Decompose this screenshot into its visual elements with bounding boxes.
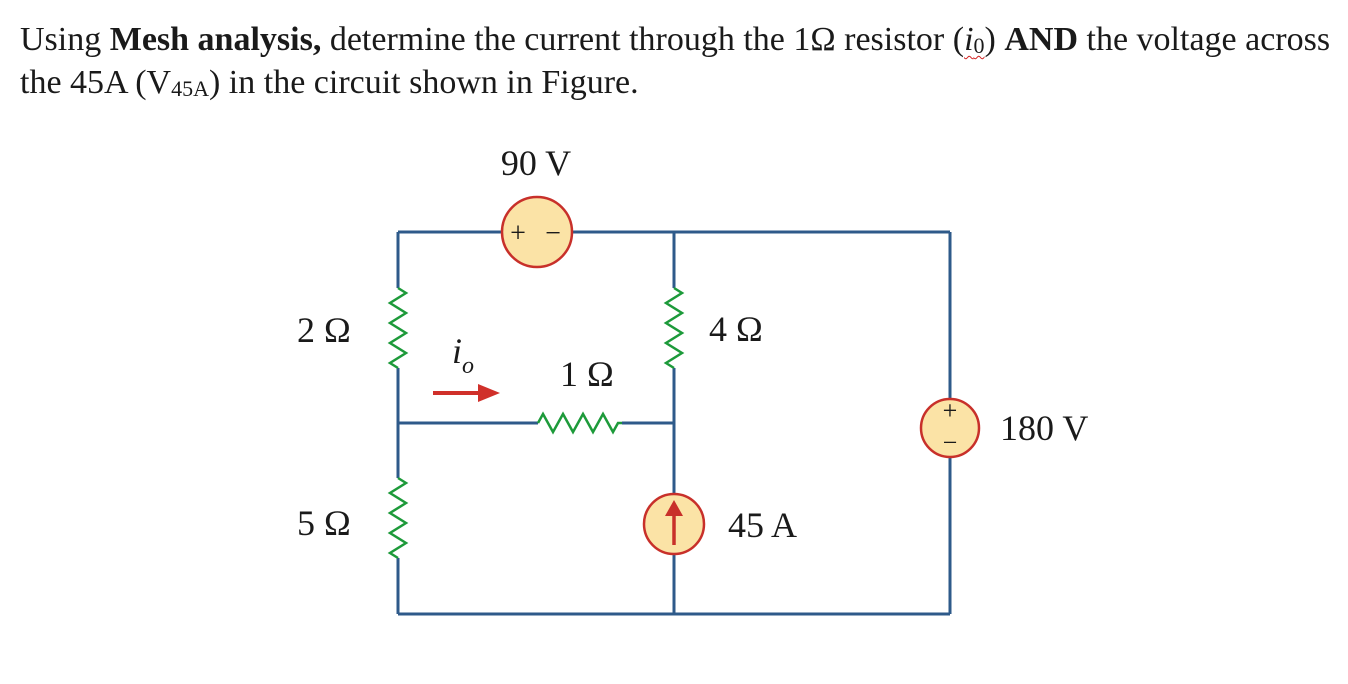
voltage-source-180v: + − — [919, 396, 981, 459]
r-1ohm-label: 1 Ω — [560, 354, 614, 394]
r-4ohm-label: 4 Ω — [709, 309, 763, 349]
current-source-label: 45 A — [728, 505, 797, 545]
question-text: Using Mesh analysis, determine the curre… — [20, 21, 1331, 101]
voltage-source-90v: + − — [500, 195, 574, 269]
io-arrow-icon — [433, 384, 500, 402]
resistor-5-ohm — [387, 476, 409, 560]
resistor-4-ohm — [663, 286, 685, 370]
source-90v-label: 90 V — [501, 143, 571, 183]
io-label: io — [452, 331, 474, 379]
r-2ohm-label: 2 Ω — [297, 310, 351, 350]
wires — [396, 230, 952, 616]
and-bold: AND — [1004, 21, 1079, 58]
source-180v-minus: − — [943, 428, 958, 457]
current-source-45a — [642, 492, 706, 556]
source-180v-plus: + — [943, 396, 958, 425]
current-direction-arrow-head — [665, 500, 683, 516]
resistor-2-ohm — [387, 286, 409, 370]
r-5ohm-label: 5 Ω — [297, 503, 351, 543]
source-180v-label: 180 V — [1000, 408, 1088, 448]
mesh-analysis-bold: Mesh analysis, — [109, 21, 322, 58]
source-90v-plus: + — [510, 218, 526, 249]
io-symbol: i0 — [964, 21, 985, 58]
v45a-subscript: 45A — [171, 76, 209, 101]
source-90v-minus: − — [545, 218, 561, 249]
resistor-1-ohm — [536, 411, 622, 435]
